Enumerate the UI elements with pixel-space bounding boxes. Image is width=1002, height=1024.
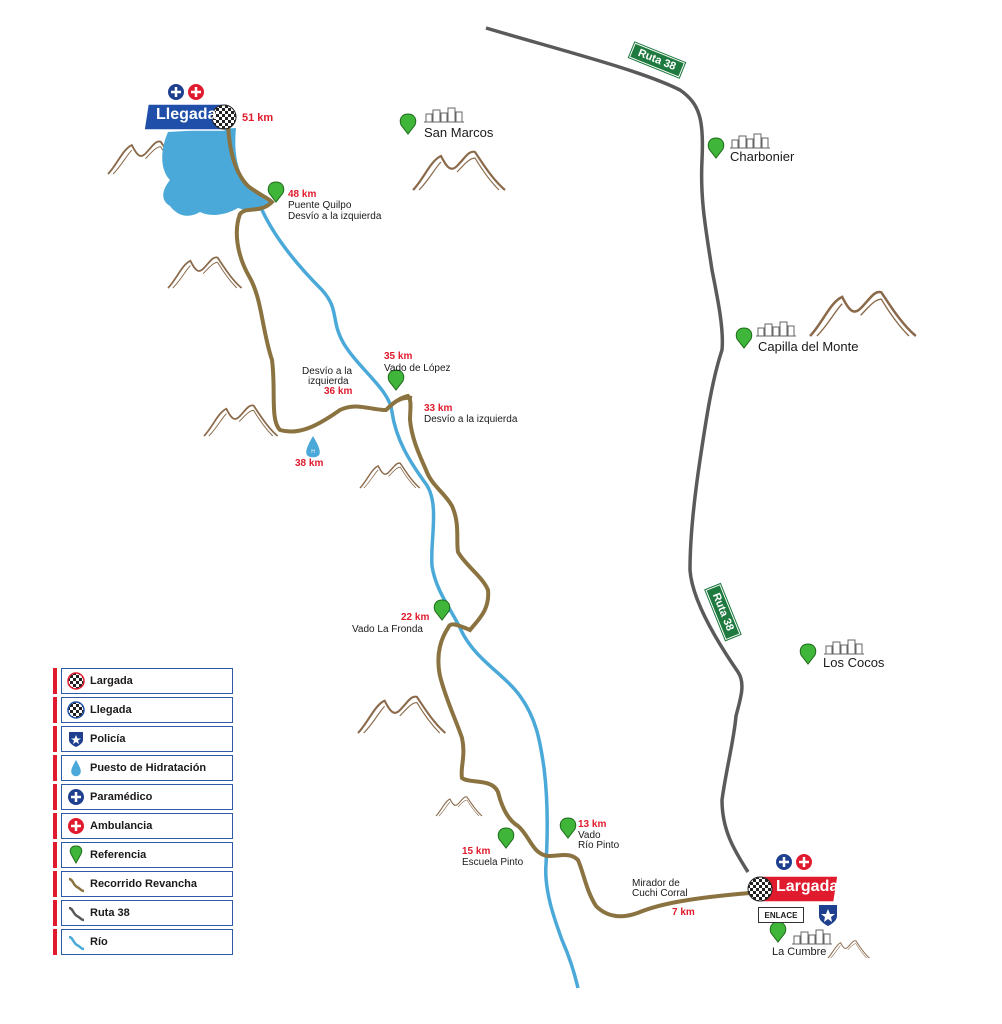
- legend-label: Referencia: [90, 849, 147, 861]
- waypoint-desc: Vado de López: [384, 363, 451, 374]
- town-label: La Cumbre: [772, 946, 827, 958]
- green-pin-icon: [399, 113, 417, 135]
- grey-road-icon: [62, 901, 90, 925]
- ambulance-cross-icon: [62, 814, 90, 838]
- green-pin-icon: [769, 921, 787, 943]
- blue-river-icon: [62, 930, 90, 954]
- reference-pins: [267, 113, 817, 943]
- legend-label: Puesto de Hidratación: [90, 762, 207, 774]
- police-badge-icon: [62, 727, 90, 751]
- legend-label: Ruta 38: [90, 907, 130, 919]
- waypoint-desc: Escuela Pinto: [462, 857, 524, 868]
- legend-label: Recorrido Revancha: [90, 878, 197, 890]
- start-medical-icons: [776, 854, 812, 870]
- ruta-38-road: [485, 26, 750, 873]
- water-drop-icon: [62, 756, 90, 780]
- waypoint-km: 48 km: [288, 189, 317, 200]
- lake: [162, 128, 272, 216]
- legend-label: Largada: [90, 675, 133, 687]
- legend-item: Llegada: [53, 697, 233, 723]
- green-pin-icon: [735, 327, 753, 349]
- brown-route-icon: [62, 872, 90, 896]
- finish-medical-icons: [168, 84, 204, 100]
- waypoint-desc: izquierda: [308, 376, 349, 387]
- waypoint-desc: Desvío a la izquierda: [424, 414, 518, 425]
- legend-label: Paramédico: [90, 791, 153, 803]
- legend-item: Río: [53, 929, 233, 955]
- waypoint-desc: Vado La Fronda: [352, 624, 423, 635]
- green-pin-icon: [433, 599, 451, 621]
- svg-text:H: H: [311, 449, 315, 455]
- legend-label: Llegada: [90, 704, 132, 716]
- waypoint-km: 15 km: [462, 846, 491, 857]
- waypoint-desc: Desvío a la izquierda: [288, 211, 382, 222]
- race-route: [226, 117, 751, 919]
- checkered-flag-blue-icon: [62, 698, 90, 722]
- legend-item: Paramédico: [53, 784, 233, 810]
- green-pin-icon: [559, 817, 577, 839]
- checkered-flag-red-icon: [62, 669, 90, 693]
- waypoint-km: 36 km: [324, 386, 353, 397]
- water-drop-icon: H: [306, 436, 320, 458]
- green-pin-icon: [497, 827, 515, 849]
- paramedic-cross-icon: [62, 785, 90, 809]
- town-label: Los Cocos: [823, 655, 885, 670]
- waypoint-desc: Río Pinto: [578, 840, 620, 851]
- waypoint-desc: Vado: [578, 830, 601, 841]
- legend-item: Ruta 38: [53, 900, 233, 926]
- waypoint-desc: Mirador de: [632, 878, 680, 889]
- legend-label: Río: [90, 936, 108, 948]
- legend-item: Policía: [53, 726, 233, 752]
- enlace-label: ENLACE: [758, 907, 804, 923]
- finish-km: 51 km: [242, 112, 274, 124]
- waypoint-km: 38 km: [295, 458, 324, 469]
- start-banner: [747, 875, 839, 903]
- green-pin-icon: [707, 137, 725, 159]
- green-pin-icon: [62, 843, 90, 867]
- waypoint-km: 13 km: [578, 819, 607, 830]
- waypoint-desc: Desvío a la: [302, 366, 353, 377]
- legend-item: Recorrido Revancha: [53, 871, 233, 897]
- river: [260, 209, 580, 989]
- town-label: Charbonier: [730, 149, 795, 164]
- waypoint-desc: Puente Quilpo: [288, 200, 352, 211]
- legend-label: Policía: [90, 733, 126, 745]
- legend-label: Ambulancia: [90, 820, 153, 832]
- waypoint-km: 22 km: [401, 612, 430, 623]
- waypoint-km: 33 km: [424, 403, 453, 414]
- legend-item: Ambulancia: [53, 813, 233, 839]
- finish-banner: [143, 103, 237, 131]
- waypoint-desc: Cuchi Corral: [632, 888, 688, 899]
- town-label: San Marcos: [424, 125, 494, 140]
- waypoint-km: 7 km: [672, 907, 695, 918]
- legend-item: Largada: [53, 668, 233, 694]
- legend-item: Referencia: [53, 842, 233, 868]
- waypoint-km: 35 km: [384, 351, 413, 362]
- legend-item: Puesto de Hidratación: [53, 755, 233, 781]
- police-badge-icon: [819, 905, 837, 926]
- town-label: Capilla del Monte: [758, 339, 859, 354]
- start-label: Largada: [776, 878, 839, 895]
- finish-label: Llegada: [156, 106, 217, 123]
- green-pin-icon: [799, 643, 817, 665]
